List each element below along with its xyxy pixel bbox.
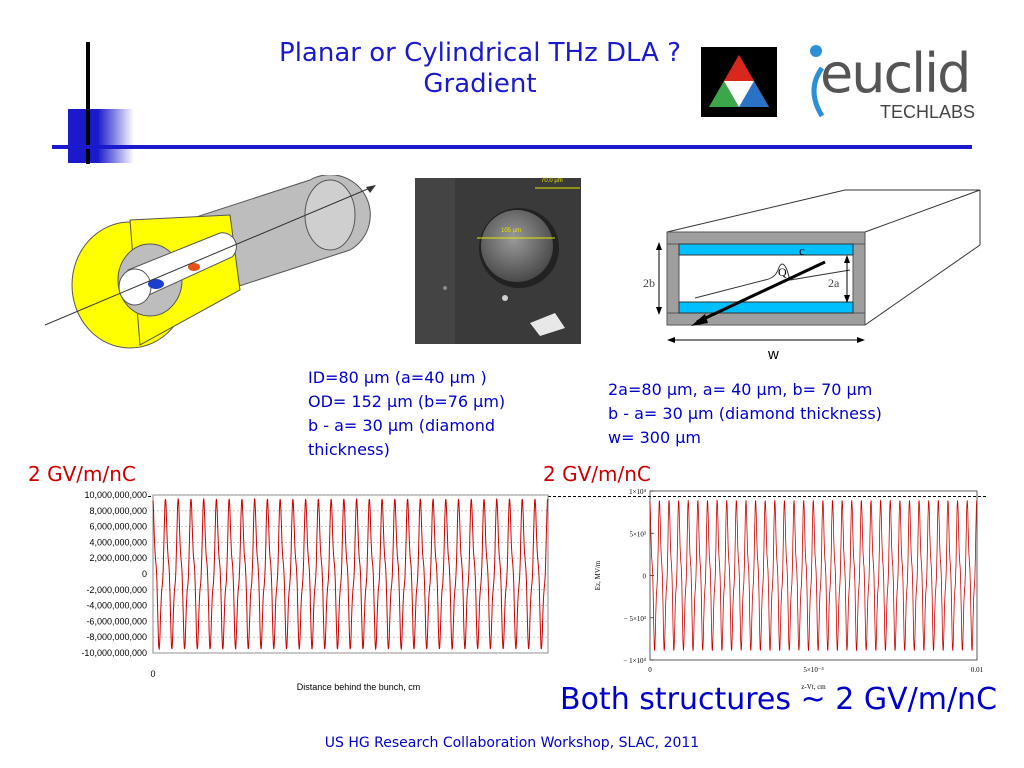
euclid-logo-text: euclid (820, 42, 971, 105)
footer-text: US HG Research Collaboration Workshop, S… (324, 735, 700, 751)
left-wake-chart-svg: 10,000,000,000 8,000,000,000 6,000,000,000… (81, 490, 549, 692)
x-tick-label: 0 (150, 669, 155, 679)
cyl-caption-line: ID=80 µm (a=40 µm ) (308, 368, 487, 387)
header-accent-square (68, 109, 134, 163)
y-tick-label: 8,000,000,000 (89, 506, 147, 516)
cyl-caption-line: OD= 152 µm (b=76 µm) (308, 392, 506, 411)
x-tick-label: 0.01 (971, 666, 984, 674)
sem-scale-label: 70.0 µm (541, 178, 563, 184)
y-tick-label: 5×10³ (629, 530, 646, 538)
y-tick-label: 0 (142, 569, 147, 579)
cylindrical-structure-diagram (40, 174, 390, 355)
y-tick-label: 6,000,000,000 (89, 522, 147, 532)
sem-micrograph: 70.0 µm 105 µm (415, 178, 581, 344)
x-tick-label: 0 (648, 666, 652, 674)
y-axis-label: Ez, MV/m (594, 560, 602, 590)
title-line-2: Gradient (423, 69, 537, 100)
series-line (152, 497, 549, 651)
triangle-logo (701, 47, 777, 117)
slab-label-c: c (799, 243, 805, 258)
y-tick-label: − 1×10⁴ (623, 657, 646, 665)
right-gradient-label: 2 GV/m/nC (543, 462, 651, 486)
planar-structure-diagram: c Q 2b 2a w (635, 180, 995, 370)
euclid-logo-subtext: TECHLABS (880, 102, 976, 122)
conclusion-text: Both structures ~ 2 GV/m/nC (560, 682, 998, 717)
cyl-caption-line: b - a= 30 µm (diamond (308, 416, 496, 435)
y-tick-label: 1×10⁴ (629, 488, 646, 496)
slide-title: Planar or Cylindrical THz DLA ? Gradient (200, 38, 760, 100)
reference-dashed-line (148, 496, 986, 497)
title-line-1: Planar or Cylindrical THz DLA ? (279, 38, 681, 68)
y-tick-label: -6,000,000,000 (86, 616, 147, 626)
y-tick-label: 4,000,000,000 (89, 537, 147, 547)
y-tick-label: 10,000,000,000 (84, 490, 147, 500)
slab-label-w: w (768, 346, 779, 363)
slab-label-2b: 2b (643, 276, 655, 290)
planar-caption: 2a=80 µm, a= 40 µm, b= 70 µm b - a= 30 µ… (608, 378, 882, 450)
slab-caption-line: b - a= 30 µm (diamond thickness) (608, 404, 882, 423)
left-wake-chart: 10,000,000,000 8,000,000,000 6,000,000,000… (60, 487, 552, 697)
x-tick-label: 5×10⁻³ (803, 666, 823, 674)
y-tick-label: -8,000,000,000 (86, 632, 147, 642)
y-tick-label: 2,000,000,000 (89, 553, 147, 563)
cylindrical-caption: ID=80 µm (a=40 µm ) OD= 152 µm (b=76 µm)… (308, 366, 505, 462)
slab-caption-line: 2a=80 µm, a= 40 µm, b= 70 µm (608, 380, 873, 399)
y-tick-label: 0 (643, 573, 647, 581)
left-gradient-label: 2 GV/m/nC (28, 462, 136, 486)
series-line (649, 499, 978, 652)
y-tick-label: − 5×10³ (624, 615, 646, 623)
cyl-caption-line: thickness) (308, 440, 390, 459)
y-tick-label: -10,000,000,000 (81, 648, 147, 658)
x-axis-label: Distance behind the bunch, cm (297, 682, 421, 692)
y-tick-label: -4,000,000,000 (86, 601, 147, 611)
slab-label-2a: 2a (828, 276, 840, 290)
euclid-logo: euclid TECHLABS (800, 38, 1005, 126)
header-vertical-rule (86, 42, 90, 164)
slab-caption-line: w= 300 µm (608, 428, 701, 447)
y-tick-label: -2,000,000,000 (86, 585, 147, 595)
sem-measure-label: 105 µm (501, 228, 522, 234)
slab-label-q: Q (778, 265, 787, 279)
x-axis-label: z-Vt, cm (801, 683, 826, 691)
header-horizontal-rule (52, 145, 972, 149)
